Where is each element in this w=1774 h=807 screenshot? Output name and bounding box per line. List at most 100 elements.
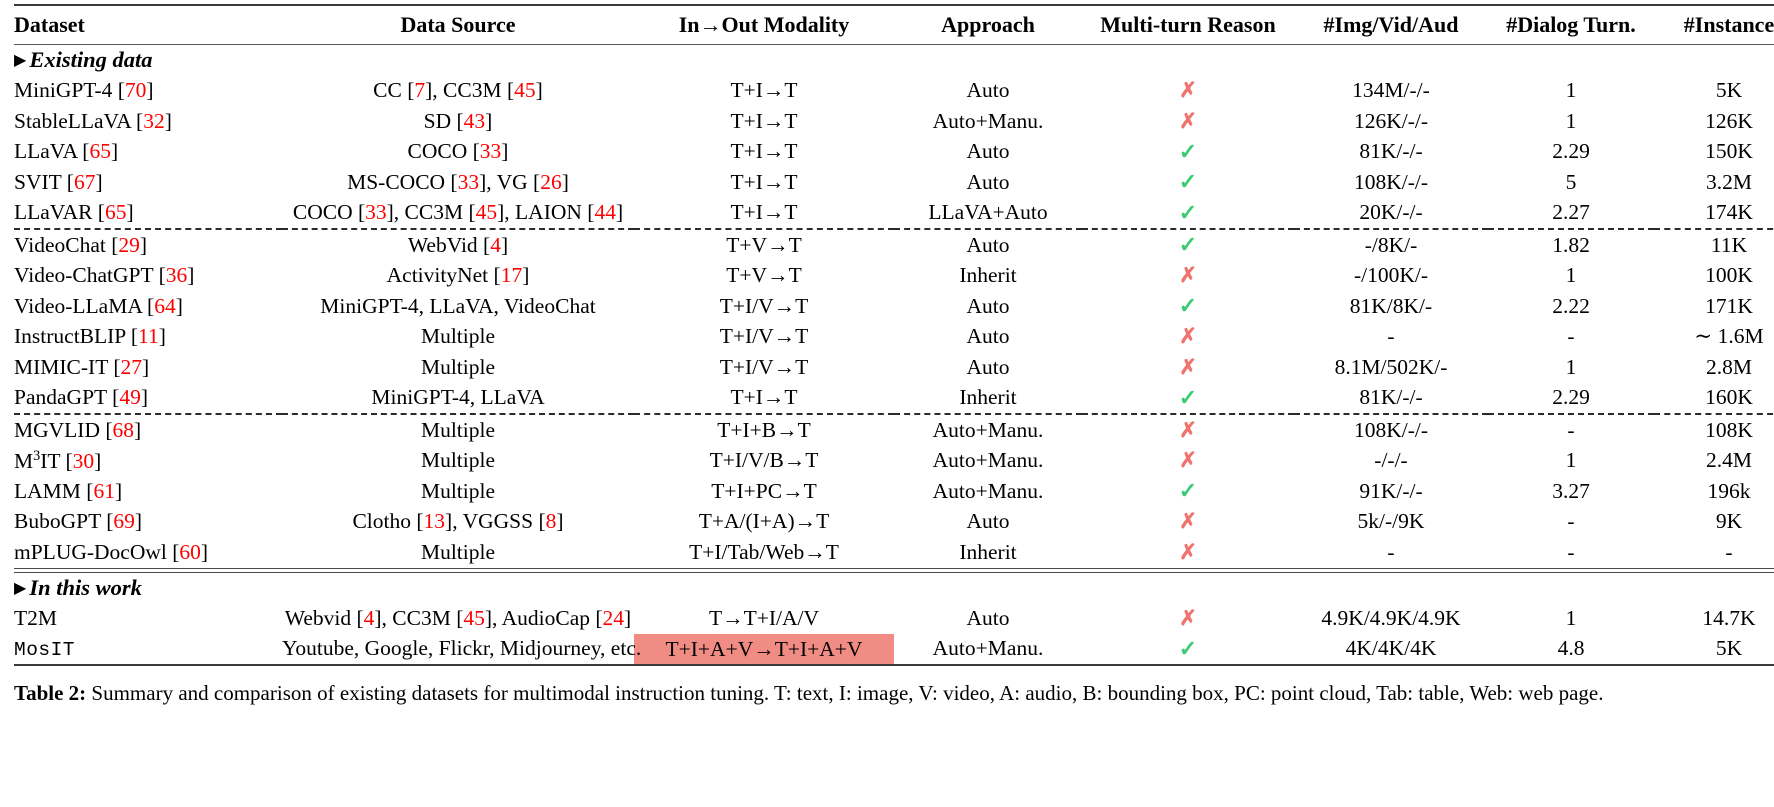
cell-multiturn-reason: ✓ xyxy=(1082,634,1294,666)
cell-modality: T+I→T xyxy=(730,78,798,102)
cell-multiturn-reason: ✗ xyxy=(1082,537,1294,568)
cell-instance: 11K xyxy=(1710,232,1748,257)
cell-approach: Auto xyxy=(966,354,1010,379)
cross-icon: ✗ xyxy=(1179,263,1197,287)
cell-dataset: BuboGPT [69] xyxy=(14,509,143,533)
cell-dialog-turn: 1.82 xyxy=(1552,232,1590,257)
check-icon: ✓ xyxy=(1178,293,1198,318)
cell-dialog-turn: 4.8 xyxy=(1557,636,1585,660)
cell-modality: T+I→T xyxy=(730,200,798,224)
cell-dialog-turn: 1 xyxy=(1565,263,1577,287)
cell-img-vid-aud: -/-/- xyxy=(1374,448,1408,472)
cell-dialog-turn: - xyxy=(1567,509,1575,533)
cell-data-source: CC [7], CC3M [45] xyxy=(373,78,543,102)
cell-img-vid-aud: 81K/8K/- xyxy=(1349,293,1433,318)
column-header-modality: In→Out Modality xyxy=(634,4,894,45)
cell-dataset: SVIT [67] xyxy=(14,169,103,194)
cell-instance: 171K xyxy=(1705,293,1753,318)
cell-dialog-turn: - xyxy=(1567,417,1575,442)
cell-approach: Inherit xyxy=(959,539,1017,564)
cross-icon: ✗ xyxy=(1179,108,1197,133)
cell-modality: T+I+PC→T xyxy=(711,478,817,503)
cell-img-vid-aud: 4.9K/4.9K/4.9K xyxy=(1321,605,1461,630)
cell-modality: T+I+B→T xyxy=(717,417,811,442)
cell-approach: Auto xyxy=(966,169,1010,194)
cell-data-source: Multiple xyxy=(420,478,496,503)
cell-dataset: LLaVA [65] xyxy=(14,139,119,163)
cell-approach: Auto xyxy=(966,605,1010,630)
triangle-marker: ▶ xyxy=(14,579,27,597)
cell-data-source: Webvid [4], CC3M [45], AudioCap [24] xyxy=(284,605,632,630)
cell-dialog-turn: 2.22 xyxy=(1552,293,1590,318)
cell-multiturn-reason: ✗ xyxy=(1082,446,1294,477)
cell-modality: T+I/Tab/Web→T xyxy=(689,539,839,564)
cell-instance: 5K xyxy=(1715,636,1743,660)
cell-instance: 150K xyxy=(1705,139,1753,163)
table-figure: Dataset Data Source In→Out Modality Appr… xyxy=(14,4,1774,705)
cell-modality: T+V→T xyxy=(726,263,802,287)
cell-multiturn-reason: ✗ xyxy=(1082,261,1294,292)
cell-multiturn-reason: ✗ xyxy=(1082,603,1294,634)
cell-dataset: M3IT [30] xyxy=(14,447,102,474)
column-header-approach: Approach xyxy=(894,4,1082,45)
check-icon: ✓ xyxy=(1178,199,1198,225)
cell-img-vid-aud: -/8K/- xyxy=(1364,232,1418,257)
cell-dialog-turn: 2.29 xyxy=(1552,139,1590,163)
cell-img-vid-aud: 5k/-/9K xyxy=(1357,509,1425,533)
bottom-rule xyxy=(14,664,1774,668)
cell-approach: Auto+Manu. xyxy=(932,448,1044,472)
cell-dataset: PandaGPT [49] xyxy=(14,385,148,409)
double-rule xyxy=(14,567,1774,572)
cell-instance: 196k xyxy=(1707,478,1751,503)
cell-instance: 14.7K xyxy=(1702,605,1756,630)
cell-img-vid-aud: -/100K/- xyxy=(1353,263,1429,287)
cell-data-source: MS-COCO [33], VG [26] xyxy=(347,169,569,194)
cell-instance: - xyxy=(1725,539,1733,564)
triangle-marker: ▶ xyxy=(14,52,27,69)
cell-data-source: ActivityNet [17] xyxy=(386,263,530,287)
cell-modality: T→T+I/A/V xyxy=(708,605,820,630)
cell-multiturn-reason: ✗ xyxy=(1082,415,1294,446)
cell-img-vid-aud: 108K/-/- xyxy=(1353,169,1429,194)
cell-modality: T+I→T xyxy=(730,385,798,409)
cell-data-source: Multiple xyxy=(420,354,496,379)
group-heading-in-this-work: ▶In this work xyxy=(14,571,1774,603)
cell-approach: LLaVA+Auto xyxy=(928,200,1048,224)
cell-dataset: MGVLID [68] xyxy=(14,417,142,442)
column-header-img-vid-aud: #Img/Vid/Aud xyxy=(1294,4,1488,45)
cell-modality: T+I→T xyxy=(730,169,798,194)
cell-modality: T+I→T xyxy=(730,139,798,163)
cell-img-vid-aud: 108K/-/- xyxy=(1353,417,1429,442)
cell-dataset: VideoChat [29] xyxy=(14,232,148,257)
cell-approach: Auto xyxy=(966,324,1010,348)
cell-approach: Auto xyxy=(966,232,1010,257)
cell-approach: Auto+Manu. xyxy=(932,417,1044,442)
cell-approach: Auto+Manu. xyxy=(932,108,1044,133)
cell-modality: T+I→T xyxy=(730,108,798,133)
header-row: Dataset Data Source In→Out Modality Appr… xyxy=(14,4,1774,45)
cell-multiturn-reason: ✓ xyxy=(1082,230,1294,261)
cell-multiturn-reason: ✗ xyxy=(1082,106,1294,137)
cell-data-source: WebVid [4] xyxy=(407,232,509,257)
table-row: LLaVAR [65]COCO [33], CC3M [45], LAION [… xyxy=(14,198,1774,230)
group-heading-row: ▶In this work xyxy=(14,571,1774,603)
cell-approach: Inherit xyxy=(959,385,1017,409)
cell-instance: 126K xyxy=(1705,108,1753,133)
cell-instance: 2.8M xyxy=(1706,354,1752,379)
cell-dataset: MiniGPT-4 [70] xyxy=(14,78,154,102)
group-heading-existing-data: ▶Existing data xyxy=(14,44,1774,76)
cell-dataset: LLaVAR [65] xyxy=(14,200,134,224)
cross-icon: ✗ xyxy=(1179,417,1197,442)
check-icon: ✓ xyxy=(1178,478,1198,503)
cell-dialog-turn: 3.27 xyxy=(1552,478,1590,503)
cell-approach: Inherit xyxy=(959,263,1017,287)
cell-img-vid-aud: 8.1M/502K/- xyxy=(1334,354,1448,379)
